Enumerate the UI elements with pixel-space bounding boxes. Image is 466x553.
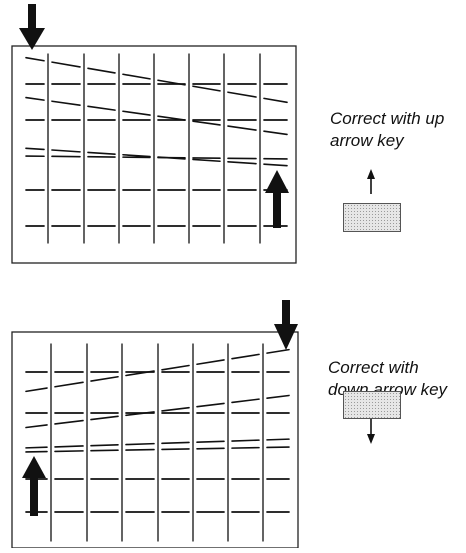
grid-horizontal-segment bbox=[26, 98, 44, 101]
caption-down-line1: Correct with bbox=[328, 357, 419, 379]
grid-horizontal-segment bbox=[26, 447, 47, 448]
grid-horizontal-segment bbox=[228, 126, 256, 130]
grid-horizontal-segment bbox=[162, 408, 189, 411]
panel-up-horizontal-lines bbox=[26, 58, 287, 226]
grid-horizontal-segment bbox=[26, 148, 44, 149]
grid-horizontal-segment bbox=[88, 68, 115, 73]
grid-horizontal-segment bbox=[193, 159, 220, 161]
grid-horizontal-segment bbox=[197, 360, 224, 364]
grid-horizontal-segment bbox=[267, 350, 289, 353]
grid-horizontal-segment bbox=[123, 74, 150, 79]
caption-up-line2: arrow key bbox=[330, 130, 404, 152]
grid-horizontal-segment bbox=[52, 62, 80, 67]
down-arrow-key-icon bbox=[367, 419, 375, 444]
grid-horizontal-segment bbox=[123, 111, 150, 115]
grid-horizontal-segment bbox=[232, 399, 259, 402]
grid-horizontal-segment bbox=[232, 354, 259, 358]
grid-horizontal-segment bbox=[123, 155, 150, 157]
grid-horizontal-segment bbox=[228, 92, 256, 97]
grid-horizontal-segment bbox=[267, 395, 289, 398]
grid-horizontal-segment bbox=[55, 446, 83, 447]
panel-down bbox=[12, 300, 375, 548]
grid-horizontal-segment bbox=[91, 445, 118, 446]
grid-horizontal-segment bbox=[26, 58, 44, 61]
grid-horizontal-segment bbox=[26, 388, 47, 391]
grid-horizontal-segment bbox=[264, 164, 287, 166]
grid-horizontal-segment bbox=[193, 121, 220, 125]
down-arrow-marker-icon bbox=[274, 300, 298, 350]
grid-horizontal-segment bbox=[126, 450, 154, 451]
grid-horizontal-segment bbox=[232, 440, 259, 441]
grid-horizontal-segment bbox=[264, 131, 287, 134]
grid-horizontal-segment bbox=[162, 442, 189, 443]
panel-up-vertical-lines bbox=[48, 54, 260, 243]
grid-horizontal-segment bbox=[52, 101, 80, 105]
up-arrow-key-swatch bbox=[343, 203, 401, 232]
grid-horizontal-segment bbox=[55, 451, 83, 452]
grid-horizontal-segment bbox=[52, 150, 80, 152]
up-arrow-key-icon bbox=[367, 169, 375, 194]
grid-horizontal-segment bbox=[193, 86, 220, 91]
grid-horizontal-segment bbox=[91, 416, 118, 419]
grid-horizontal-segment bbox=[55, 382, 83, 386]
up-arrow-marker-icon bbox=[22, 456, 46, 516]
grid-horizontal-segment bbox=[91, 377, 118, 381]
grid-horizontal-segment bbox=[88, 106, 115, 110]
grid-horizontal-segment bbox=[26, 425, 47, 428]
caption-up-line1: Correct with up bbox=[330, 108, 444, 130]
grid-horizontal-segment bbox=[197, 403, 224, 406]
grid-horizontal-segment bbox=[228, 162, 256, 164]
down-arrow-marker-icon bbox=[19, 4, 45, 50]
grid-horizontal-segment bbox=[88, 152, 115, 154]
grid-horizontal-segment bbox=[267, 439, 289, 440]
down-arrow-key-swatch bbox=[343, 391, 401, 419]
grid-horizontal-segment bbox=[126, 444, 154, 445]
panel-up bbox=[12, 4, 375, 263]
grid-horizontal-segment bbox=[162, 366, 189, 370]
up-arrow-marker-icon bbox=[265, 170, 289, 228]
grid-horizontal-segment bbox=[55, 421, 83, 424]
grid-horizontal-segment bbox=[264, 98, 287, 102]
grid-horizontal-segment bbox=[197, 441, 224, 442]
